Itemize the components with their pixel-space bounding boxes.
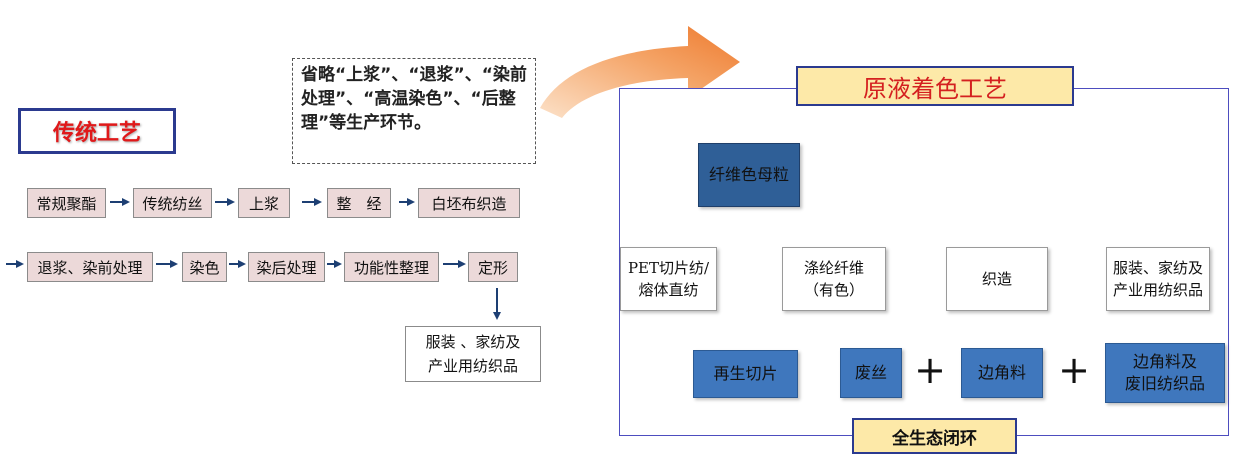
step-dyeing: 染色 bbox=[182, 252, 227, 282]
masterbatch-box: 纤维色母粒 bbox=[698, 143, 800, 207]
step-warping: 整 经 bbox=[327, 188, 391, 218]
recycled-chips-box: 再生切片 bbox=[693, 350, 798, 398]
step-conventional-polyester: 常规聚酯 bbox=[27, 188, 106, 218]
scraps-line: 废旧纺织品 bbox=[1124, 374, 1205, 393]
step-post-dyeing: 染后处理 bbox=[248, 252, 325, 282]
pet-line: PET切片纺/ bbox=[627, 259, 710, 277]
scraps-line: 边角料及 bbox=[1132, 352, 1197, 371]
row2-arrows bbox=[6, 260, 501, 320]
step-traditional-spinning: 传统纺丝 bbox=[133, 188, 212, 218]
waste-silk-box: 废丝 bbox=[840, 348, 902, 398]
colored-fiber-box: 涤纶纤维 （有色） bbox=[782, 247, 886, 311]
products-line: 产业用纺织品 bbox=[1112, 281, 1203, 299]
products-line: 服装、家纺及 bbox=[1112, 259, 1203, 277]
edge-scraps-box: 边角料 bbox=[961, 348, 1043, 398]
traditional-process-title: 传统工艺 bbox=[18, 108, 176, 154]
step-desizing-pretreatment: 退浆、染前处理 bbox=[27, 252, 153, 282]
products-box: 服装、家纺及 产业用纺织品 bbox=[1106, 247, 1210, 311]
output-line: 服装 、家纺及 bbox=[425, 333, 521, 351]
scraps-old-textiles-box: 边角料及 废旧纺织品 bbox=[1105, 343, 1225, 403]
weaving-box: 织造 bbox=[946, 247, 1048, 311]
plus-sign: + bbox=[1058, 348, 1090, 392]
traditional-output-box: 服装 、家纺及 产业用纺织品 bbox=[405, 326, 541, 382]
dope-dyed-title: 原液着色工艺 bbox=[796, 66, 1074, 106]
closed-loop-label: 全生态闭环 bbox=[852, 418, 1017, 454]
step-sizing: 上浆 bbox=[238, 188, 290, 218]
step-greige-weaving: 白坯布织造 bbox=[418, 188, 520, 218]
omitted-steps-note: 省略“上浆”、“退浆”、“染前处理”、“高温染色”、“后整理”等生产环节。 bbox=[292, 58, 536, 164]
step-setting: 定形 bbox=[468, 252, 518, 282]
pet-line: 熔体直纺 bbox=[638, 281, 699, 299]
plus-sign: + bbox=[914, 348, 946, 392]
fiber-line: （有色） bbox=[803, 281, 864, 299]
fiber-line: 涤纶纤维 bbox=[803, 259, 864, 277]
pet-spinning-box: PET切片纺/ 熔体直纺 bbox=[620, 247, 717, 311]
output-line: 产业用纺织品 bbox=[427, 357, 518, 375]
step-functional-finishing: 功能性整理 bbox=[344, 252, 439, 282]
